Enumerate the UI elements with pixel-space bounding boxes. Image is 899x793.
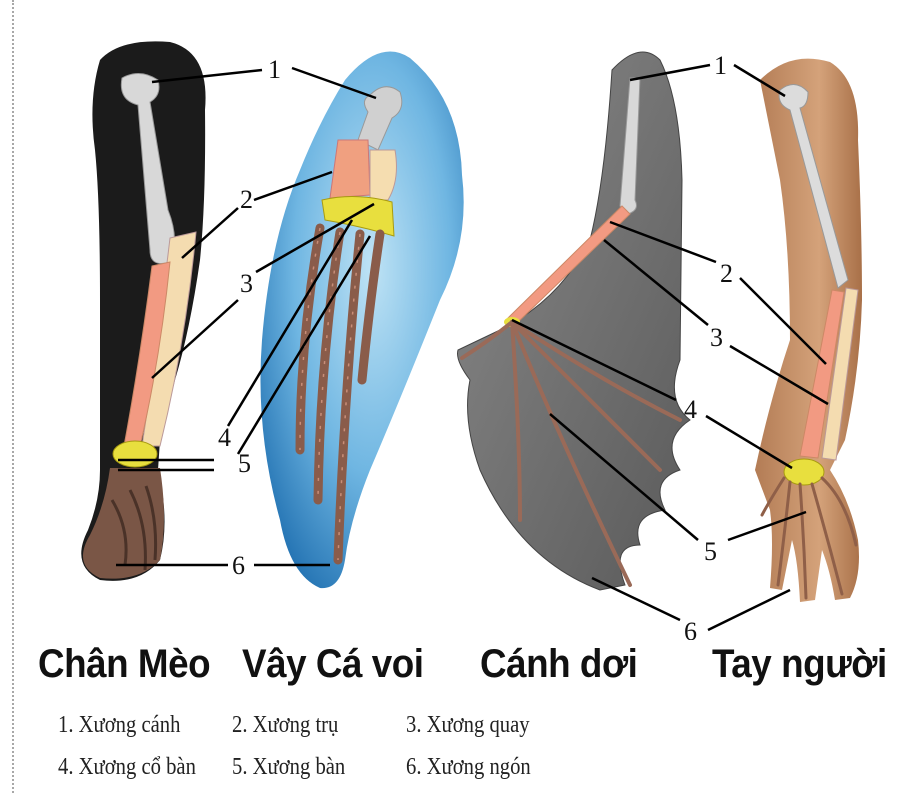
limb-illustration: 1 2 3 4 5 6 1 2 3 4 5 6 bbox=[0, 0, 899, 640]
callout-4-left: 4 bbox=[218, 423, 231, 452]
callout-1-right: 1 bbox=[714, 51, 727, 80]
legend-item-5: 5. Xương bàn bbox=[232, 754, 345, 781]
callout-6-right: 6 bbox=[684, 617, 697, 640]
cat-carpals bbox=[113, 441, 157, 467]
callout-6-left: 6 bbox=[232, 551, 245, 580]
callout-4-right: 4 bbox=[684, 395, 697, 424]
title-human-arm: Tay người bbox=[712, 642, 887, 687]
human-arm bbox=[755, 59, 862, 602]
cat-leg bbox=[81, 41, 205, 580]
legend-item-3: 3. Xương quay bbox=[406, 712, 530, 739]
title-whale-fin: Vây Cá voi bbox=[242, 642, 424, 687]
callout-2-left: 2 bbox=[240, 185, 253, 214]
callout-5-left: 5 bbox=[238, 449, 251, 478]
legend-item-6: 6. Xương ngón bbox=[406, 754, 531, 781]
title-bat-wing: Cánh dơi bbox=[480, 642, 637, 687]
callout-1-left: 1 bbox=[268, 55, 281, 84]
title-cat-leg: Chân Mèo bbox=[38, 642, 210, 687]
legend-item-2: 2. Xương trụ bbox=[232, 712, 338, 739]
callout-5-right: 5 bbox=[704, 537, 717, 566]
legend-item-1: 1. Xương cánh bbox=[58, 712, 180, 739]
bat-wing bbox=[458, 52, 691, 590]
callout-3-right: 3 bbox=[710, 323, 723, 352]
bat-wing-membrane bbox=[458, 52, 691, 590]
legend-item-4: 4. Xương cổ bàn bbox=[58, 754, 196, 781]
callout-3-left: 3 bbox=[240, 269, 253, 298]
callout-2-right: 2 bbox=[720, 259, 733, 288]
